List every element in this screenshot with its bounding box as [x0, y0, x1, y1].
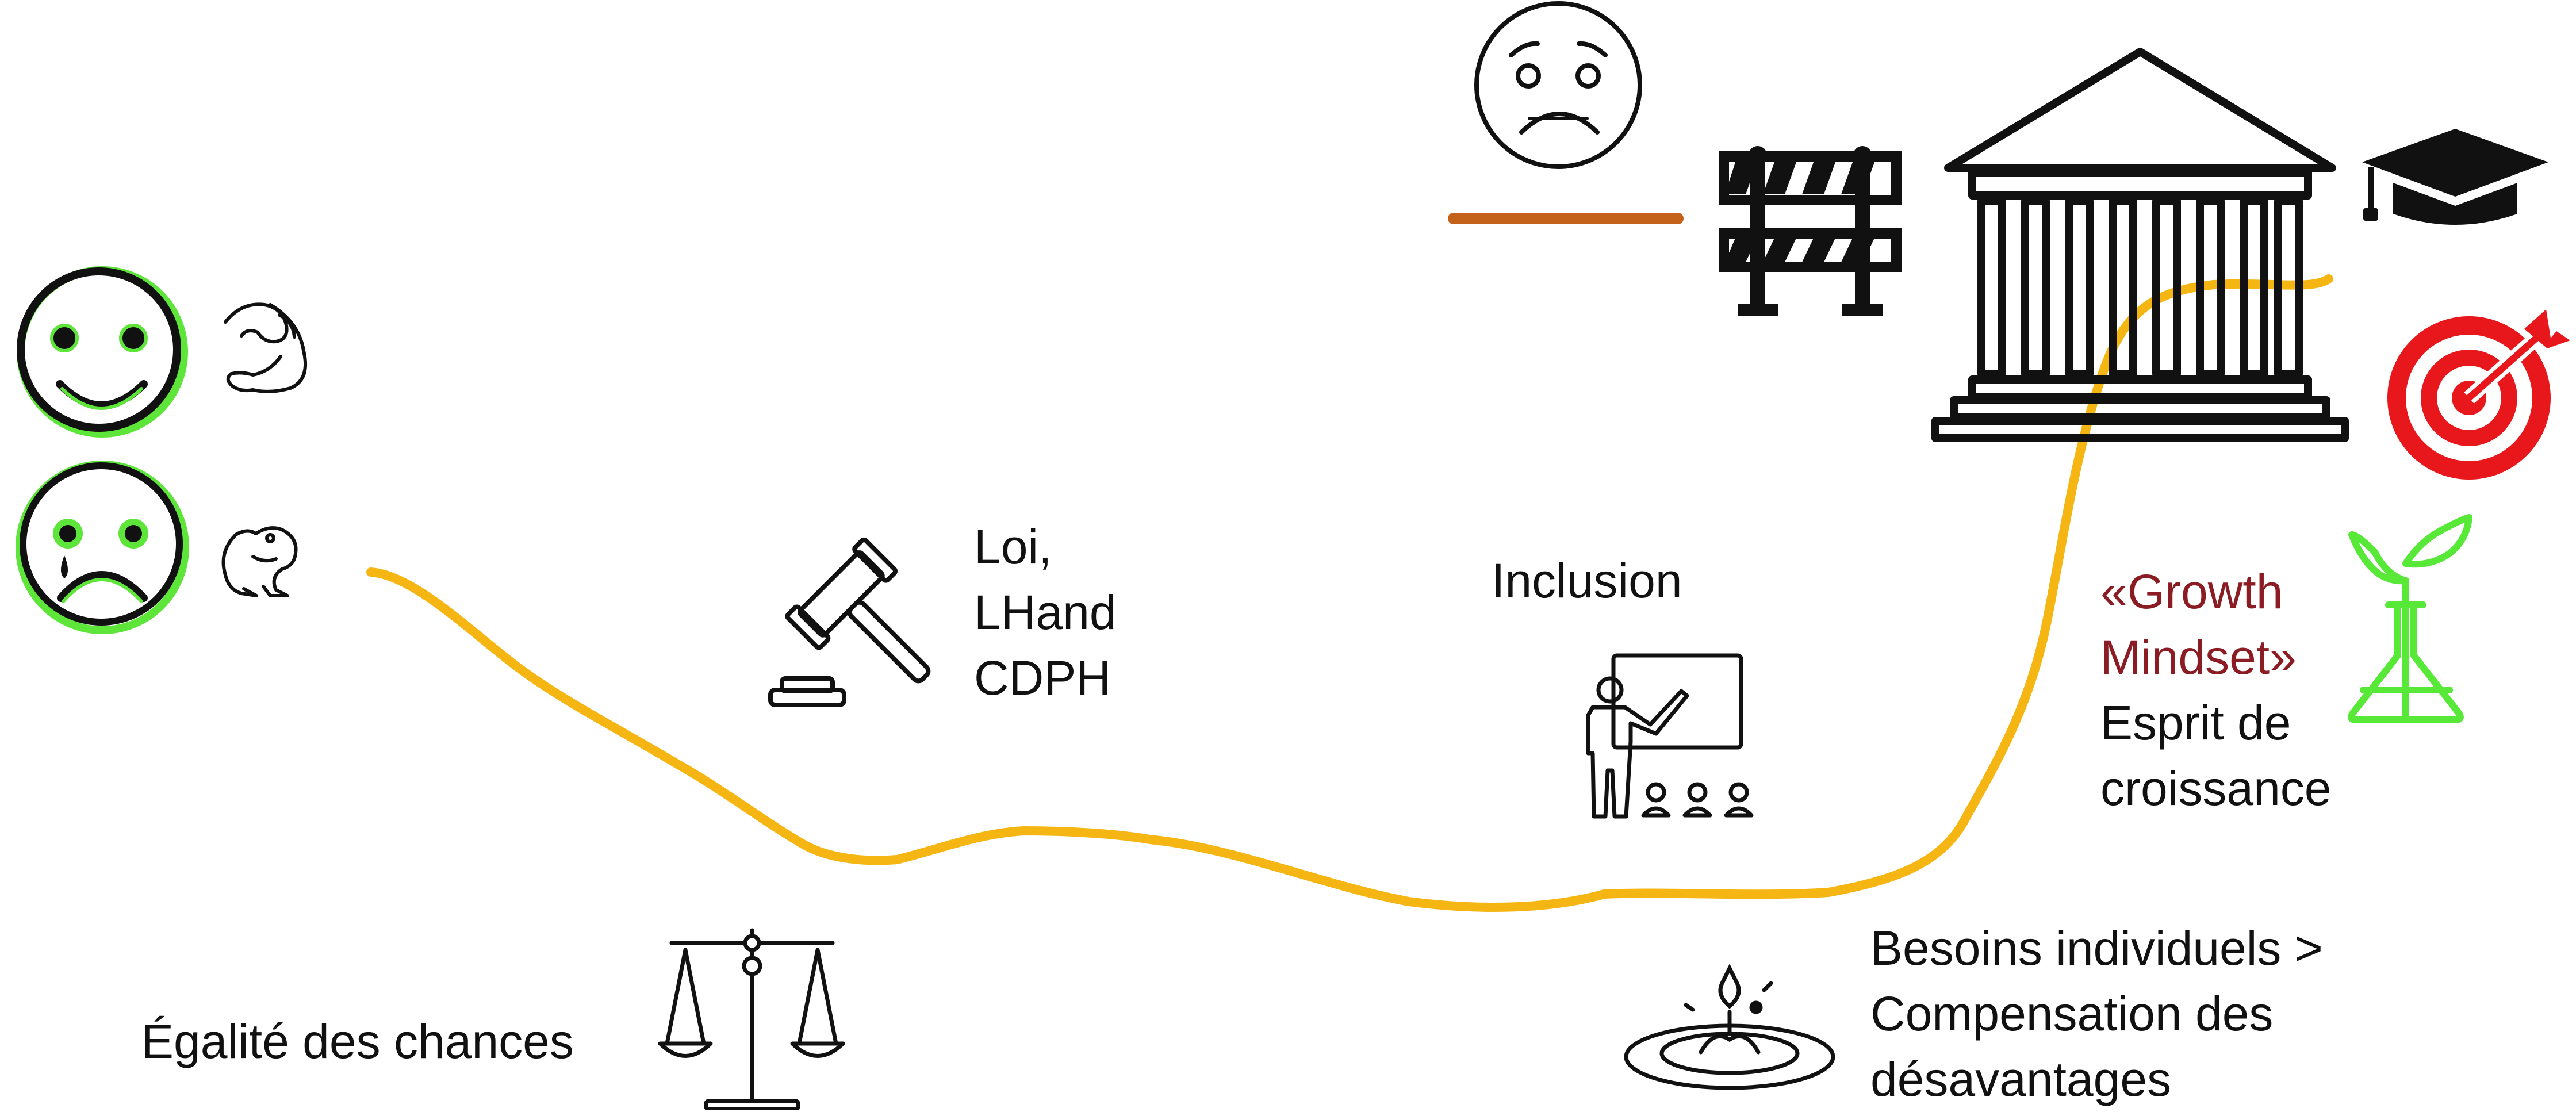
plant-flask-icon — [2348, 514, 2472, 723]
needs-label-line: Besoins individuels > — [1870, 921, 2323, 975]
needs-label-line: Compensation des — [1870, 987, 2274, 1041]
needs-label: Besoins individuels > Compensation des d… — [1870, 915, 2323, 1112]
graduation-cap-icon — [2362, 129, 2548, 225]
growth-mindset-french-line: croissance — [2100, 761, 2332, 815]
worried-face-icon — [1474, 1, 1642, 169]
frog-icon — [221, 526, 298, 597]
scales-of-justice-icon — [658, 928, 845, 1110]
road-barrier-icon — [1719, 146, 1902, 316]
law-label-line: CDPH — [974, 651, 1111, 705]
inclusion-label: Inclusion — [1492, 554, 1682, 608]
growth-mindset-french-label: Esprit de croissance — [2100, 690, 2332, 821]
growth-mindset-label: «Growth Mindset» — [2100, 559, 2297, 690]
water-drop-ripple-icon — [1624, 964, 1835, 1090]
law-label: Loi, LHand CDPH — [974, 514, 1117, 711]
target-bullseye-icon — [2387, 309, 2570, 480]
university-building-icon — [1931, 48, 2349, 442]
law-label-line: Loi, — [974, 520, 1052, 574]
needs-label-line: désavantages — [1870, 1052, 2172, 1106]
law-label-line: LHand — [974, 585, 1117, 639]
crying-face-icon — [16, 461, 189, 634]
equality-label: Égalité des chances — [141, 1014, 574, 1068]
growth-mindset-line: «Growth — [2100, 565, 2283, 619]
gavel-icon — [768, 537, 931, 707]
flexed-bicep-icon — [224, 302, 307, 393]
journey-path — [366, 274, 2333, 912]
teacher-presentation-icon — [1586, 653, 1754, 819]
growth-mindset-line: Mindset» — [2100, 630, 2297, 684]
happy-face-icon — [17, 266, 188, 438]
growth-mindset-french-line: Esprit de — [2100, 696, 2291, 750]
